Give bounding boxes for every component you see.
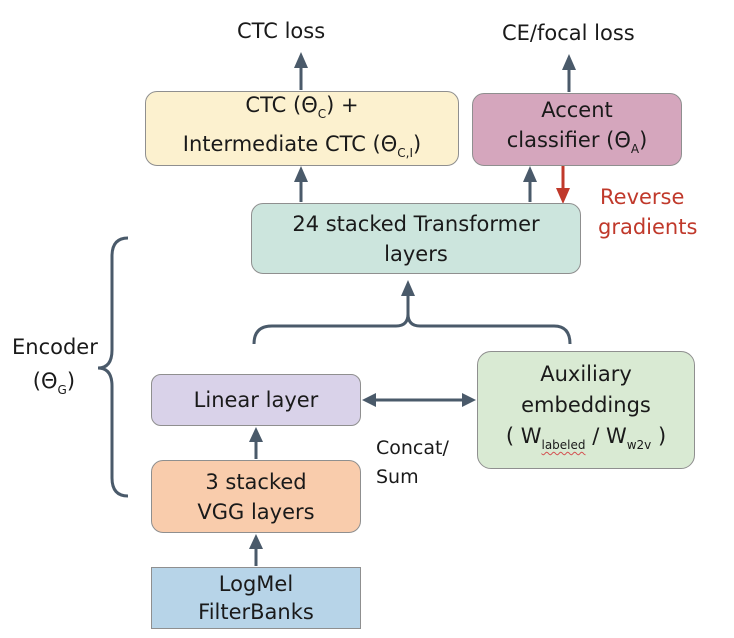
auxiliary-embeddings-box: Auxiliary embeddings ( Wlabeled / Ww2v )	[477, 351, 695, 469]
transformer-line1: 24 stacked Transformer	[292, 211, 540, 236]
accent-classifier-box: Accent classifier (ΘA)	[472, 93, 682, 166]
linear-layer-box: Linear layer	[151, 374, 361, 426]
aux-line2: embeddings	[521, 393, 651, 417]
reverse-gradients-label: Reverse gradients	[598, 185, 698, 239]
ctc-head-box: CTC (ΘC) + Intermediate CTC (ΘC,I)	[145, 91, 459, 166]
logmel-line1: LogMel	[218, 572, 294, 596]
concat-sum-label: Concat/ Sum	[376, 437, 449, 488]
transformer-line2: layers	[384, 241, 448, 266]
encoder-label: Encoder (ΘG)	[12, 335, 98, 397]
aux-line3: ( Wlabeled / Ww2v )	[505, 424, 667, 452]
aux-line1: Auxiliary	[540, 362, 632, 386]
encoder-brace	[97, 236, 129, 498]
logmel-line2: FilterBanks	[198, 600, 314, 624]
logmel-filterbanks-box: LogMel FilterBanks	[151, 567, 361, 629]
accent-classifier-line2: classifier (ΘA)	[506, 128, 648, 156]
ce-focal-loss-label: CE/focal loss	[502, 21, 635, 45]
ctc-head-line2: Intermediate CTC (ΘC,I)	[182, 131, 422, 160]
accent-classifier-line1: Accent	[541, 98, 613, 122]
ctc-head-line1: CTC (ΘC) +	[245, 92, 359, 121]
transformer-box: 24 stacked Transformer layers	[251, 203, 581, 274]
ctc-loss-label: CTC loss	[237, 19, 326, 43]
vgg-layers-box: 3 stacked VGG layers	[151, 460, 361, 533]
vgg-line2: VGG layers	[197, 499, 315, 524]
vgg-line1: 3 stacked	[205, 469, 307, 494]
merge-brace	[252, 313, 572, 345]
